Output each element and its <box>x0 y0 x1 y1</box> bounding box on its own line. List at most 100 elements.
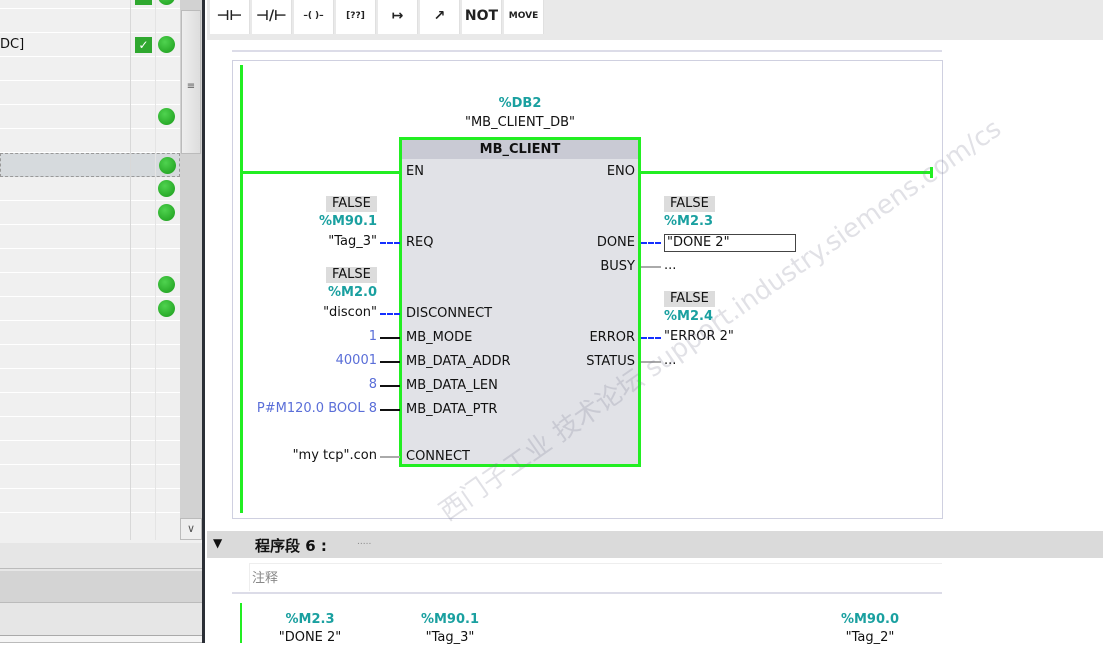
operand-name[interactable]: "Tag_3" <box>425 630 475 645</box>
collapse-triangle-icon[interactable]: ▼ <box>213 536 223 550</box>
pin-eno: ENO <box>606 164 635 179</box>
tree-row[interactable] <box>0 225 180 249</box>
tree-row[interactable] <box>0 489 180 513</box>
input-wire <box>380 337 400 339</box>
pin-mb_data_len: MB_DATA_LEN <box>406 378 498 393</box>
open-branch-button[interactable]: ↦ <box>378 0 418 34</box>
instance-db-address: %DB2 <box>498 96 542 111</box>
input-wire <box>380 385 400 387</box>
close-branch-button[interactable]: ↗ <box>420 0 460 34</box>
operand-name[interactable]: "Tag_2" <box>845 630 895 645</box>
operand-mb_data_len[interactable]: 8 <box>368 377 377 392</box>
status-value: FALSE <box>326 196 377 212</box>
power-rail <box>240 603 242 643</box>
tree-row[interactable] <box>0 249 180 273</box>
pin-mb_data_ptr: MB_DATA_PTR <box>406 402 498 417</box>
tree-row[interactable]: DC]✓ <box>0 33 180 57</box>
output-wire <box>641 337 661 339</box>
tree-row[interactable] <box>0 345 180 369</box>
rung-end <box>930 167 933 178</box>
pin-en: EN <box>406 164 424 179</box>
empty-box-button[interactable]: [??] <box>336 0 376 34</box>
online-status-icon <box>158 180 175 197</box>
tree-row[interactable]: ✓ <box>0 0 180 9</box>
tree-row[interactable] <box>0 177 180 201</box>
online-status-icon <box>158 276 175 293</box>
operand-mb_data_ptr[interactable]: P#M120.0 BOOL 8 <box>256 401 377 416</box>
coil-button[interactable]: –( )– <box>294 0 334 34</box>
address-done: %M2.3 <box>664 214 713 229</box>
input-wire <box>380 456 400 458</box>
tree-row[interactable] <box>0 273 180 297</box>
online-status-icon <box>158 36 175 53</box>
table-header <box>0 635 202 643</box>
operand-busy[interactable]: ... <box>664 258 677 273</box>
operand-status[interactable]: ... <box>664 353 677 368</box>
online-status-icon <box>158 108 175 125</box>
nc-contact-button[interactable]: ⊣/⊢ <box>252 0 292 34</box>
network-title-input[interactable]: ..... <box>357 537 372 547</box>
tree-row[interactable] <box>0 81 180 105</box>
pin-disconnect: DISCONNECT <box>406 306 493 321</box>
output-wire <box>641 242 661 244</box>
tree-row[interactable] <box>0 465 180 489</box>
network-5 <box>232 60 943 519</box>
operand-connect[interactable]: "my tcp".con <box>292 448 377 463</box>
input-wire <box>380 242 400 244</box>
instance-db-name[interactable]: "MB_CLIENT_DB" <box>464 115 576 130</box>
tree-row-label: DC] <box>0 37 25 52</box>
scroll-down-button[interactable]: ∨ <box>180 518 202 540</box>
column-divider <box>130 0 131 540</box>
online-status-icon <box>159 157 176 174</box>
tree-row[interactable] <box>0 153 180 177</box>
tree-row[interactable] <box>0 297 180 321</box>
tree-row[interactable] <box>0 57 180 81</box>
panel-tab-bar[interactable] <box>0 571 202 603</box>
pin-connect: CONNECT <box>406 449 470 464</box>
pin-mb_mode: MB_MODE <box>406 330 473 345</box>
consistency-check-icon: ✓ <box>135 0 152 5</box>
network-title: 程序段 6 : <box>255 537 327 555</box>
tree-row[interactable] <box>0 441 180 465</box>
operand-error[interactable]: "ERROR 2" <box>664 329 734 344</box>
rung-wire <box>240 171 400 174</box>
online-status-icon <box>158 204 175 221</box>
operand-req[interactable]: "Tag_3" <box>328 234 377 249</box>
network-comment[interactable]: 注释 <box>249 563 942 591</box>
vertical-scrollbar[interactable]: ≡ ∨ <box>180 0 202 540</box>
pin-status: STATUS <box>586 354 635 369</box>
online-status-icon <box>158 300 175 317</box>
tree-row[interactable] <box>0 393 180 417</box>
pin-error: ERROR <box>589 330 635 345</box>
status-value: FALSE <box>664 291 715 307</box>
tree-row[interactable] <box>0 129 180 153</box>
pin-mb_data_addr: MB_DATA_ADDR <box>406 354 511 369</box>
tree-row[interactable] <box>0 201 180 225</box>
scroll-thumb[interactable]: ≡ <box>181 10 201 154</box>
status-value: FALSE <box>664 196 715 212</box>
tree-row[interactable] <box>0 369 180 393</box>
tree-row[interactable] <box>0 321 180 345</box>
operand-address: %M90.1 <box>420 612 480 627</box>
operand-mb_mode[interactable]: 1 <box>368 329 377 344</box>
tree-row[interactable] <box>0 9 180 33</box>
online-status-icon <box>158 0 175 5</box>
operand-name[interactable]: "DONE 2" <box>278 630 342 645</box>
not-contact-button[interactable]: NOT <box>462 0 502 34</box>
operand-mb_data_addr[interactable]: 40001 <box>335 353 377 368</box>
tree-row[interactable] <box>0 105 180 129</box>
project-tree-panel: ✓ DC]✓ ≡ ∨ <box>0 0 205 643</box>
column-divider <box>155 0 156 540</box>
tree-row[interactable] <box>0 417 180 441</box>
operand-disconnect[interactable]: "discon" <box>323 305 377 320</box>
pin-done: DONE <box>596 235 635 250</box>
block-title: MB_CLIENT <box>402 140 638 159</box>
divider <box>232 592 942 594</box>
move-button[interactable]: MOVE <box>504 0 544 34</box>
no-contact-button[interactable]: ⊣⊢ <box>210 0 250 34</box>
network-6-header[interactable]: ▼ 程序段 6 : ..... <box>207 531 1103 558</box>
address-req: %M90.1 <box>318 214 377 229</box>
operand-done[interactable]: "DONE 2" <box>664 234 796 252</box>
